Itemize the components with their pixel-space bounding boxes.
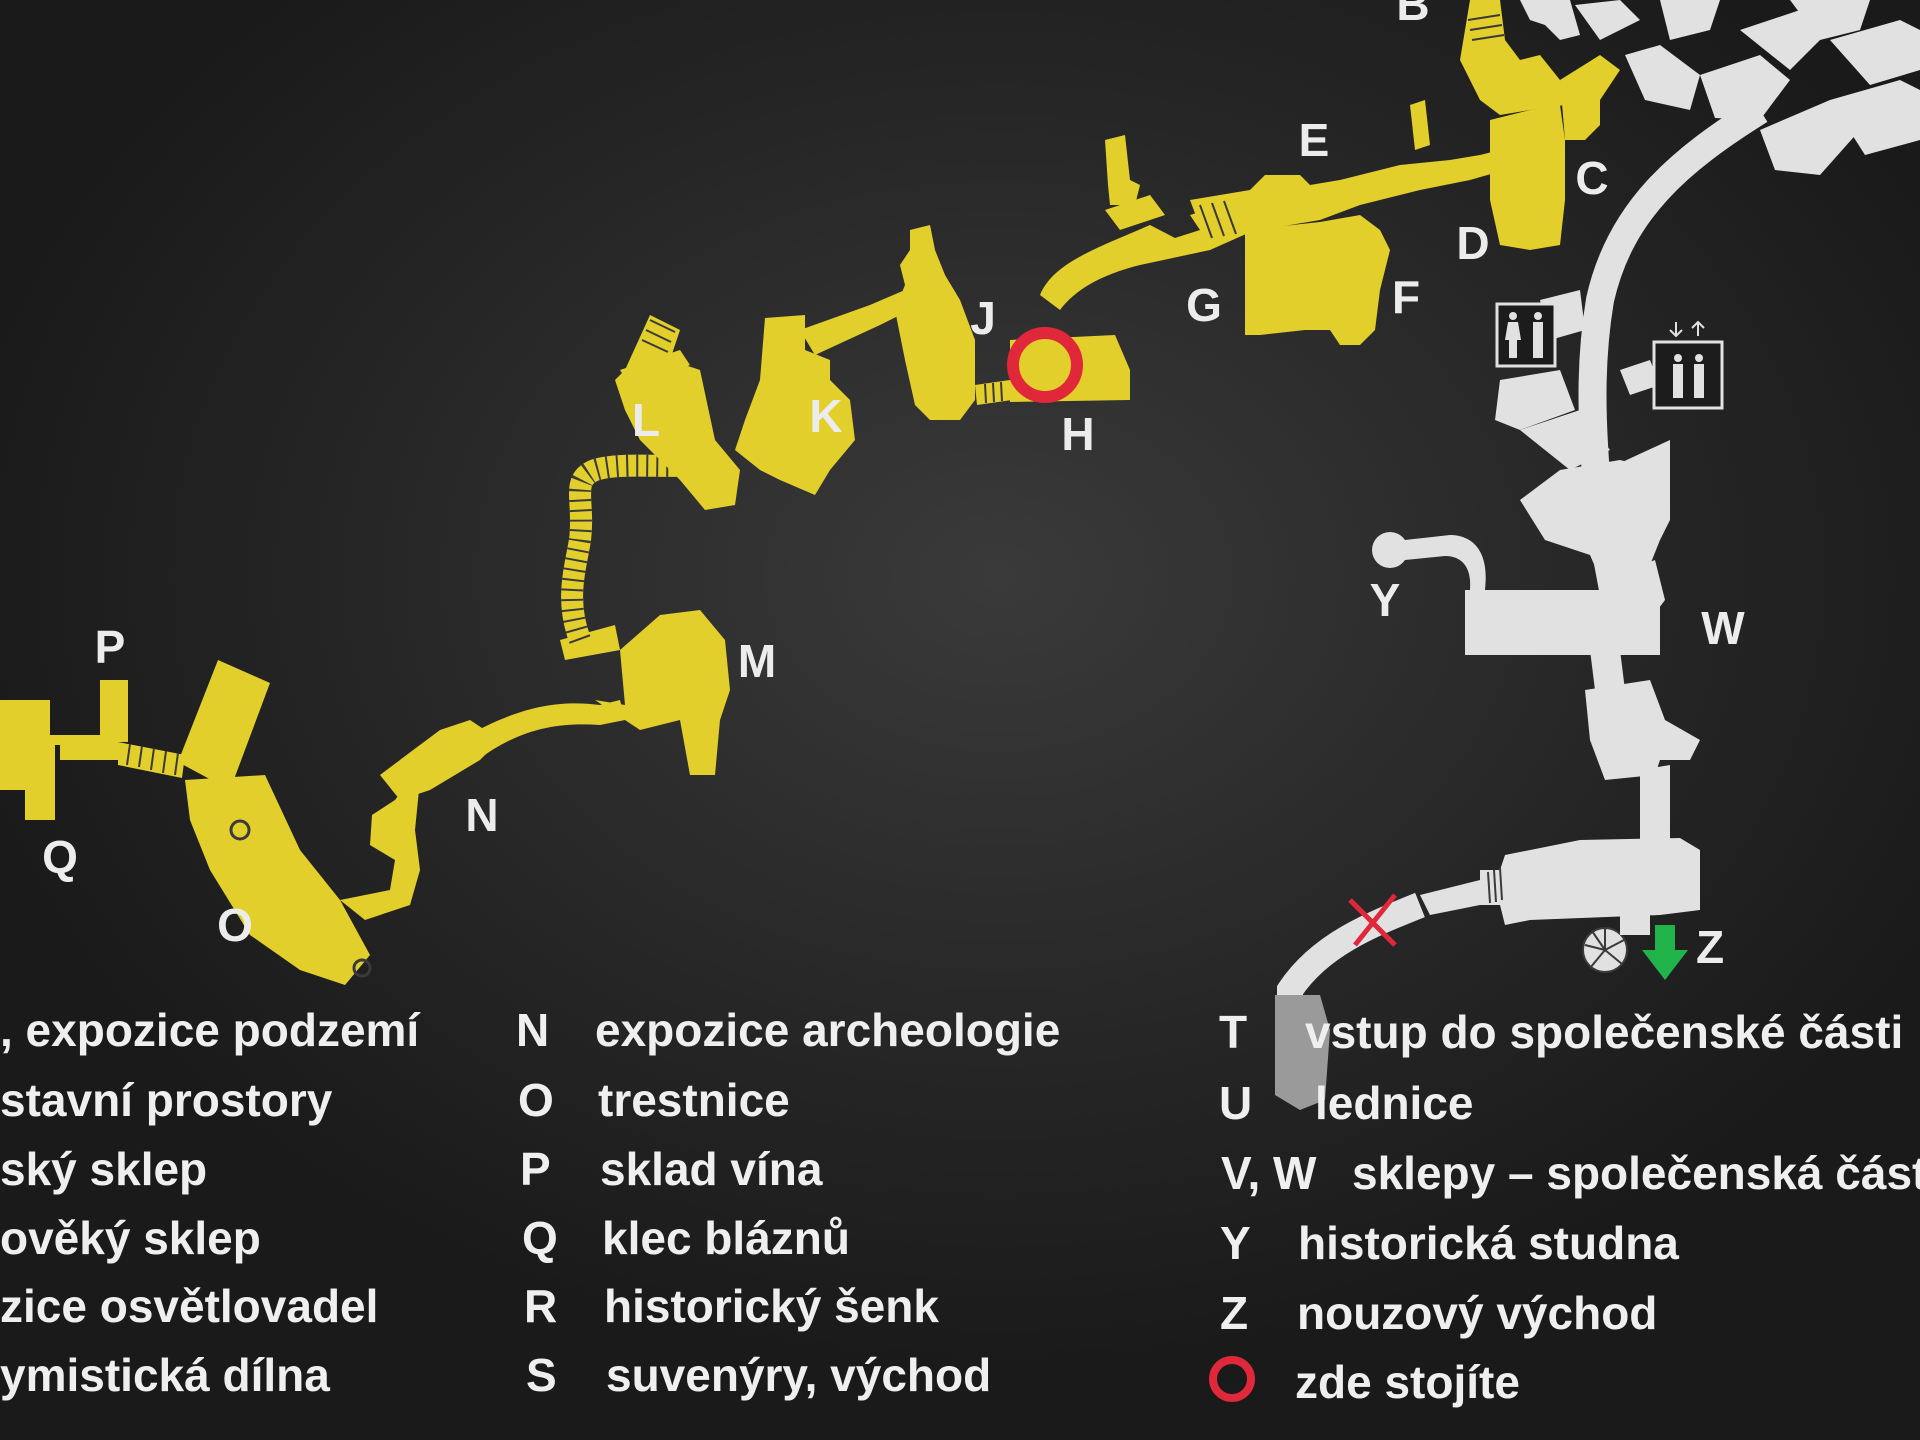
legend-item: ymistická dílna xyxy=(0,1349,330,1401)
map-label-k: K xyxy=(809,390,843,442)
map-label-b: B xyxy=(1396,0,1430,30)
tour-route xyxy=(0,0,1620,985)
legend-you-are-here-icon xyxy=(1209,1356,1255,1402)
map-label-f: F xyxy=(1391,271,1421,323)
legend-item: sklepy – společenská část xyxy=(1352,1147,1920,1199)
legend-item: historický šenk xyxy=(604,1280,939,1332)
legend-item: ský sklep xyxy=(0,1143,208,1195)
closed-passage-icon xyxy=(1348,893,1397,947)
map-label-l: L xyxy=(631,394,661,446)
legend-letter: S xyxy=(526,1349,557,1401)
legend-item: vstup do společenské části xyxy=(1305,1006,1904,1058)
map-label-q: Q xyxy=(42,831,78,883)
you-are-here-icon xyxy=(1007,327,1083,403)
map-label-m: M xyxy=(737,635,777,687)
other-areas xyxy=(1275,0,1920,1110)
legend-letter: Z xyxy=(1220,1287,1249,1339)
legend-item: suvenýry, východ xyxy=(606,1349,992,1401)
legend-letter: P xyxy=(520,1143,551,1195)
legend-item: nouzový východ xyxy=(1297,1287,1658,1339)
elevator-icon xyxy=(1652,320,1724,410)
map-label-d: D xyxy=(1456,217,1490,269)
legend-item: lednice xyxy=(1315,1077,1474,1129)
legend-letter: T xyxy=(1219,1006,1248,1058)
map-label-o: O xyxy=(217,899,253,951)
legend-letter: R xyxy=(524,1280,558,1332)
legend-item: historická studna xyxy=(1298,1217,1679,1269)
legend-letter: U xyxy=(1219,1077,1253,1129)
map-label-h: H xyxy=(1061,408,1095,460)
map-label-e: E xyxy=(1298,114,1330,166)
map-label-y: Y xyxy=(1369,574,1401,626)
map-label-p: P xyxy=(94,621,126,673)
legend-item: klec bláznů xyxy=(602,1212,850,1264)
map-label-z: Z xyxy=(1695,921,1725,973)
legend-item: stavní prostory xyxy=(0,1074,333,1126)
restroom-icon xyxy=(1495,302,1557,368)
legend-item: sklad vína xyxy=(600,1143,823,1195)
legend-item: , expozice podzemí xyxy=(0,1004,420,1056)
legend-letter: N xyxy=(516,1004,550,1056)
legend-letter: V, W xyxy=(1221,1147,1317,1199)
legend-item: expozice archeologie xyxy=(595,1004,1061,1056)
legend-item: trestnice xyxy=(598,1074,790,1126)
map-label-g: G xyxy=(1186,279,1222,331)
legend-letter: Y xyxy=(1220,1217,1251,1269)
legend-item: ověký sklep xyxy=(0,1212,261,1264)
legend-letter: Q xyxy=(522,1212,558,1264)
map-label-w: W xyxy=(1701,602,1745,654)
map-label-j: J xyxy=(970,292,996,344)
legend-item: zice osvětlovadel xyxy=(0,1280,379,1332)
legend-letter: O xyxy=(518,1074,554,1126)
emergency-exit-arrow-icon xyxy=(1642,925,1688,980)
map-label-c: C xyxy=(1575,152,1609,204)
legend-item: zde stojíte xyxy=(1295,1356,1520,1408)
map-label-n: N xyxy=(465,789,499,841)
